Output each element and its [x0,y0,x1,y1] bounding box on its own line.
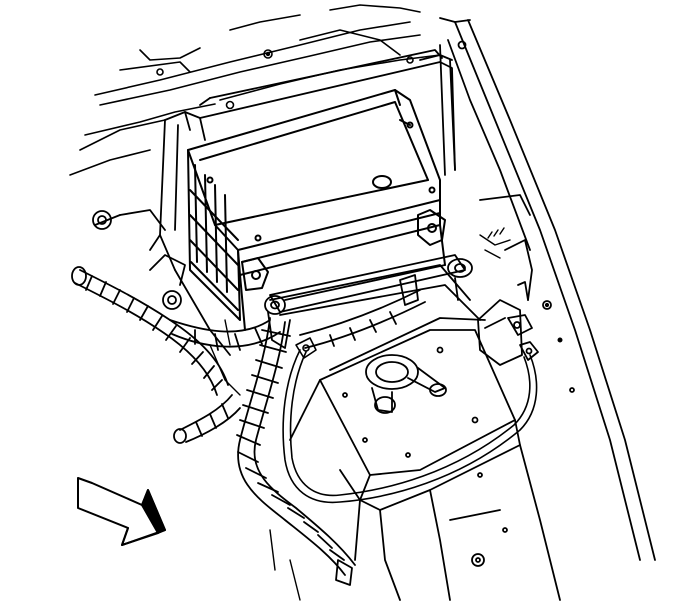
misc-details [209,227,511,601]
battery [187,89,446,331]
ground-stud-bracket [477,281,539,366]
view-direction-arrow [77,477,166,546]
battery-tray [92,49,481,356]
battery-hold-down-bracket [264,254,473,349]
ground-wire [282,337,538,504]
negative-battery-cable [71,266,426,444]
battery-base-plate [289,317,561,601]
fender-panel [419,17,656,561]
engine-compartment-background [69,4,441,176]
positive-battery-cable [236,317,356,586]
